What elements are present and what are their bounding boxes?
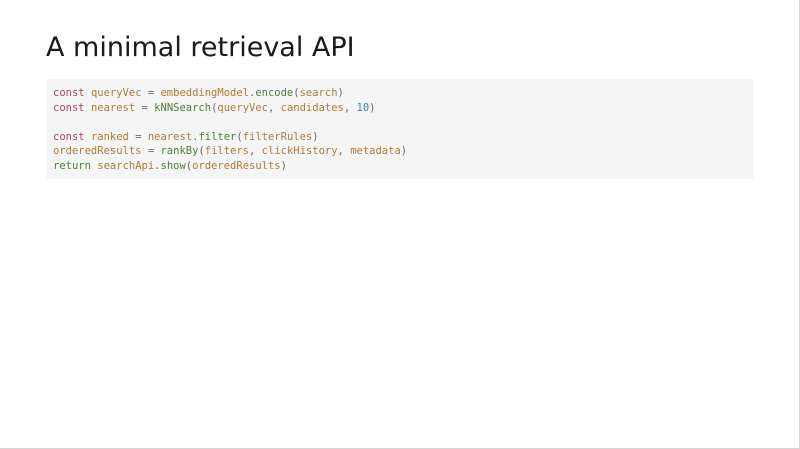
code-token: =	[128, 130, 148, 143]
code-token: encode	[255, 87, 294, 99]
code-token: show	[160, 159, 186, 172]
code-token: )	[400, 145, 408, 157]
code-token: queryVec	[90, 87, 142, 99]
code-token: ranked	[90, 130, 129, 143]
code-token: )	[312, 130, 319, 143]
code-token: filter	[198, 130, 237, 143]
code-token: embeddingModel	[160, 87, 249, 99]
code-token: (	[236, 130, 243, 143]
code-token: metadata	[350, 145, 401, 157]
code-block: const queryVec = embeddingModel.encode(s…	[46, 79, 754, 179]
code-token: )	[280, 159, 287, 172]
code-token: const	[53, 87, 85, 99]
code-token: )	[369, 101, 376, 114]
code-token: .	[192, 130, 199, 143]
code-token: const	[53, 101, 85, 114]
code-token: .	[249, 87, 256, 99]
code-line: const nearest = kNNSearch(queryVec, cand…	[53, 101, 747, 116]
code-line: return searchApi.show(orderedResults)	[53, 159, 747, 174]
code-token: .	[154, 159, 161, 172]
code-token: =	[141, 87, 161, 99]
code-token: (	[293, 87, 300, 99]
code-token: =	[141, 145, 161, 157]
code-token: const	[53, 130, 85, 143]
code-token: (	[211, 101, 218, 114]
code-token: filterRules	[242, 130, 313, 143]
code-token: ,	[343, 101, 357, 114]
slide-title: A minimal retrieval API	[46, 32, 355, 63]
code-token: rankBy	[160, 145, 199, 157]
code-token: filters	[204, 145, 250, 157]
code-line: const queryVec = embeddingModel.encode(s…	[53, 86, 747, 101]
code-token: searchApi	[97, 159, 155, 172]
code-token: ,	[267, 101, 281, 114]
code-token: )	[337, 87, 344, 99]
code-token: orderedResults	[53, 145, 142, 157]
code-token: return	[53, 159, 91, 172]
code-token: nearest	[90, 101, 136, 114]
code-token: candidates	[280, 101, 344, 114]
code-token: queryVec	[217, 101, 268, 114]
code-token: kNNSearch	[154, 101, 212, 114]
code-token: =	[135, 101, 155, 114]
code-token: ,	[337, 145, 351, 157]
code-token: 10	[356, 101, 370, 114]
code-line: orderedResults = rankBy(filters, clickHi…	[53, 144, 747, 159]
code-line: const ranked = nearest.filter(filterRule…	[53, 130, 747, 145]
code-token: (	[198, 145, 205, 157]
code-token: clickHistory	[261, 145, 338, 157]
code-token: (	[185, 159, 193, 172]
code-token: orderedResults	[192, 159, 281, 172]
code-token: ,	[249, 145, 262, 157]
code-token: search	[299, 87, 338, 99]
code-token: nearest	[147, 130, 193, 143]
code-line	[53, 115, 747, 130]
